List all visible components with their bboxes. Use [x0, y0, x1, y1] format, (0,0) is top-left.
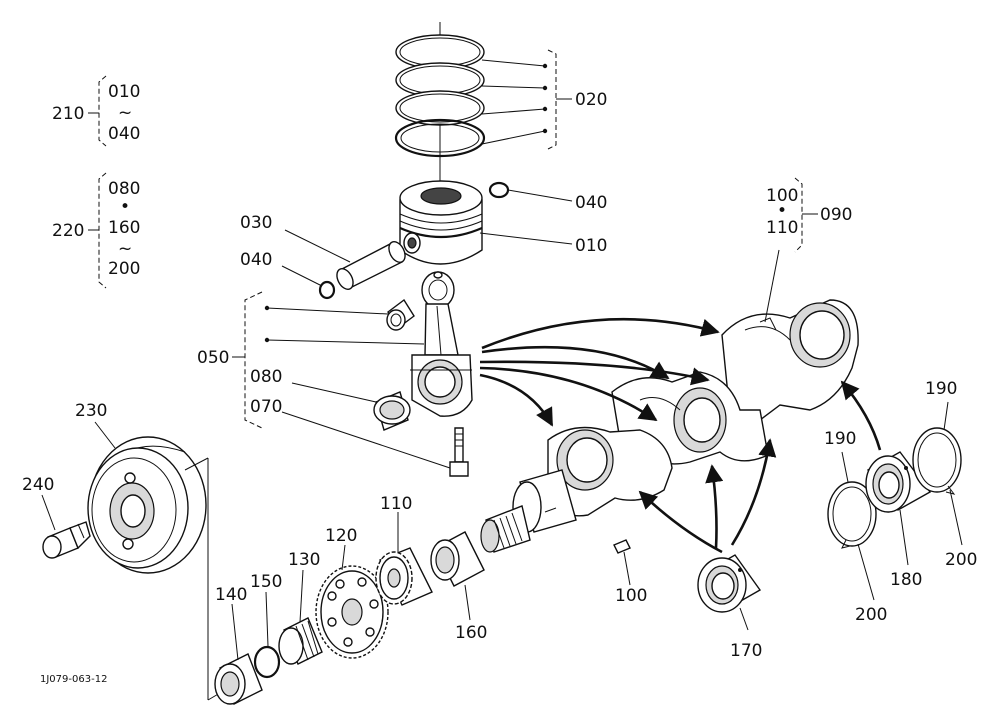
- group-220-dot: •: [120, 197, 130, 217]
- main-bearing-170: [697, 554, 762, 631]
- conrod-bracket: [232, 291, 425, 429]
- label-190-right: 190: [925, 379, 957, 399]
- group-090: 100 • 110 090: [764, 177, 852, 323]
- label-140: 140: [215, 585, 247, 605]
- group-210-tilde: ~: [118, 103, 132, 123]
- group-210-label: 210: [52, 104, 84, 124]
- label-100: 100: [615, 586, 647, 606]
- group-090-a: 100: [766, 186, 798, 206]
- label-230: 230: [75, 401, 107, 421]
- thrust-washer-right: [912, 401, 963, 546]
- label-040-right: 040: [575, 193, 607, 213]
- conrod-bearing: [291, 382, 411, 431]
- group-220-tilde: ~: [118, 239, 132, 259]
- small-end-bushing: [386, 298, 415, 331]
- bushing-160: [430, 531, 485, 621]
- circlip-right: [488, 181, 573, 202]
- label-120: 120: [325, 526, 357, 546]
- group-210-from: 010: [108, 82, 140, 102]
- piston: [399, 180, 573, 265]
- drive-gear-110: [375, 512, 433, 606]
- label-020: 020: [575, 90, 607, 110]
- group-220-c: 200: [108, 259, 140, 279]
- group-220-a: 080: [108, 179, 140, 199]
- group-220: 220 080 • 160 ~ 200: [52, 172, 140, 289]
- assembly-arrows: [479, 317, 882, 554]
- main-bearing-180: [865, 451, 932, 566]
- piston-rings: [394, 22, 572, 205]
- label-240: 240: [22, 475, 54, 495]
- label-170: 170: [730, 641, 762, 661]
- group-210-to: 040: [108, 124, 140, 144]
- label-030: 030: [240, 213, 272, 233]
- label-010: 010: [575, 236, 607, 256]
- label-160: 160: [455, 623, 487, 643]
- crank-pulley: [87, 421, 221, 701]
- group-090-dot: •: [777, 201, 787, 221]
- label-130: 130: [288, 550, 320, 570]
- label-190-left: 190: [824, 429, 856, 449]
- label-110: 110: [380, 494, 412, 514]
- label-070: 070: [250, 397, 282, 417]
- group-220-label: 220: [52, 221, 84, 241]
- crankshaft: [480, 299, 859, 553]
- label-050: 050: [197, 348, 229, 368]
- group-210: 210 010 ~ 040: [52, 75, 140, 147]
- label-200-right: 200: [945, 550, 977, 570]
- group-090-b: 110: [766, 218, 798, 238]
- group-090-label: 090: [820, 205, 852, 225]
- label-080: 080: [250, 367, 282, 387]
- crank-gear-120: [315, 544, 389, 659]
- thrust-washer-left: [827, 451, 877, 601]
- piston-pin: [284, 229, 406, 290]
- label-040-left: 040: [240, 250, 272, 270]
- o-ring-150: [253, 591, 281, 679]
- pulley-bolt: [41, 494, 91, 559]
- connecting-rod: [410, 271, 473, 417]
- label-150: 150: [250, 572, 282, 592]
- crank-key: [613, 539, 631, 586]
- circlip-left: [281, 265, 336, 300]
- group-220-b: 160: [108, 218, 140, 238]
- label-200-left: 200: [855, 605, 887, 625]
- collar-140: [214, 603, 263, 705]
- label-180: 180: [890, 570, 922, 590]
- figure-code: 1J079-063-12: [40, 674, 107, 685]
- conrod-bolt: [281, 411, 469, 477]
- collar-130: [278, 569, 323, 665]
